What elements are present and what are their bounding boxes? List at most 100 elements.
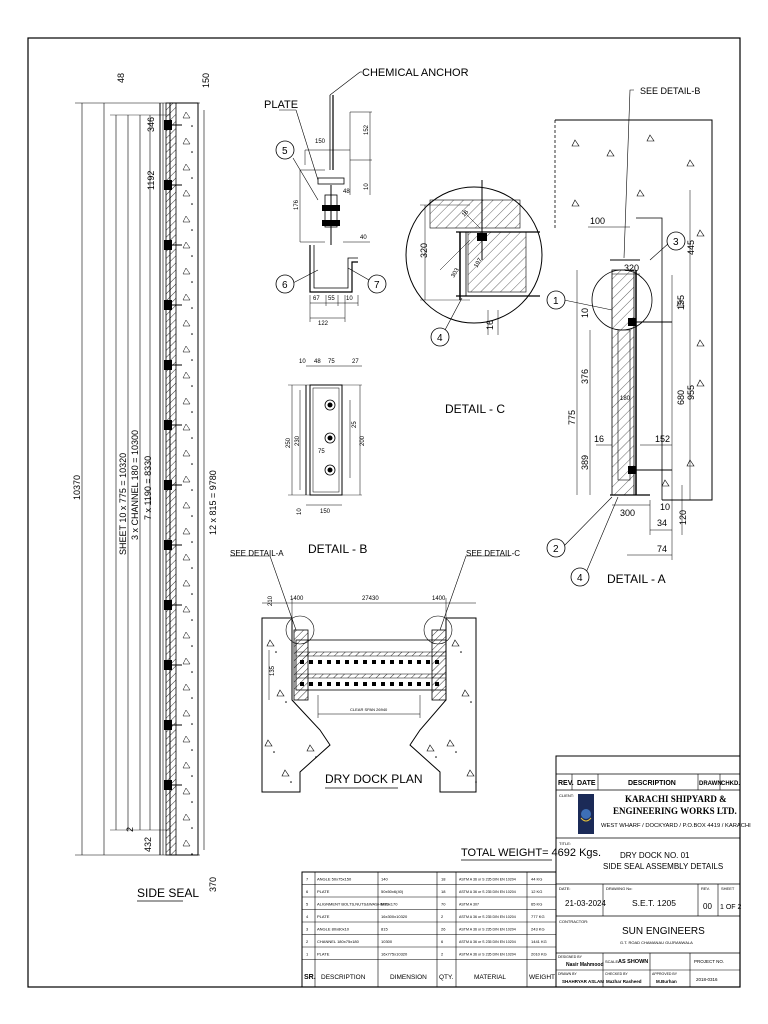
bom-cell-weight: 1441 KG bbox=[531, 939, 547, 944]
balloon-5 bbox=[275, 140, 295, 160]
dry-dock-plan-title: DRY DOCK PLAN bbox=[325, 772, 423, 786]
detail-a-drawing bbox=[546, 89, 713, 587]
plan-dim-135: 135 bbox=[270, 665, 276, 676]
balloon-3 bbox=[666, 231, 686, 251]
detail-a-title: DETAIL - A bbox=[607, 572, 666, 586]
detail-b-dim-250: 250 bbox=[286, 437, 292, 448]
detail-a-dim-775: 775 bbox=[567, 410, 577, 425]
tb-drawn-value: SHAHRYAR ASLAM bbox=[562, 979, 604, 984]
title-block bbox=[555, 755, 741, 988]
tb-project-value: 2018-0316 bbox=[696, 977, 718, 982]
tb-contractor-address: G.T. ROAD CHAMANAU GUJRANWALA bbox=[620, 940, 693, 945]
detail-a-dim-389: 389 bbox=[580, 455, 590, 470]
detail-a-dim-16: 16 bbox=[594, 434, 604, 444]
tb-checked-label: CHECKED BY bbox=[605, 972, 628, 976]
bom-cell-sr: 6 bbox=[306, 889, 309, 894]
balloon-1-text: 1 bbox=[553, 296, 559, 307]
balloon-4-c bbox=[430, 327, 450, 347]
detail-c-drawing bbox=[405, 180, 543, 347]
bom-cell-qty: 26 bbox=[441, 927, 446, 932]
detail-c-dim-197: 197 bbox=[474, 257, 485, 269]
tb-title-1: DRY DOCK NO. 01 bbox=[620, 851, 690, 860]
tb-desc-header: DESCRIPTION bbox=[628, 780, 676, 787]
detail-b-dim-75b: 75 bbox=[318, 449, 325, 455]
tb-title-2: SIDE SEAL ASSEMBLY DETAILS bbox=[603, 862, 723, 871]
bom-cell-dim: 16x775x10320 bbox=[381, 952, 408, 957]
detail-a-dim-955: 955 bbox=[686, 385, 696, 400]
detail-c-dim-16a: 16 bbox=[461, 209, 470, 218]
bom-cell-material: ASTM A 36 or S 235 DIN EN 10204 bbox=[459, 953, 516, 957]
detail-b-dim-25: 25 bbox=[352, 421, 358, 428]
anchor-dim-176: 176 bbox=[294, 199, 300, 210]
side-seal-dim-overall: 10370 bbox=[72, 475, 82, 500]
side-seal-dim-channel: 3 x CHANNEL 180 = 10300 bbox=[130, 430, 140, 540]
bom-header-dim: DIMENSION bbox=[390, 974, 427, 981]
anchor-dim-67: 67 bbox=[313, 296, 320, 302]
bom-header-mat: MATERIAL bbox=[474, 974, 506, 981]
detail-a-dim-180: 180 bbox=[620, 396, 631, 402]
bom-header-sr: SR. bbox=[304, 974, 316, 981]
balloon-4-c-text: 4 bbox=[437, 333, 443, 344]
tb-rev-value: 00 bbox=[703, 902, 712, 911]
tb-contractor-label: CONTRACTOR: bbox=[559, 919, 588, 924]
bom-cell-desc: ANGLE 80x80x10 bbox=[317, 927, 350, 932]
detail-a-dim-10b: 10 bbox=[660, 502, 670, 512]
plan-dim-1400b: 1400 bbox=[432, 596, 446, 602]
balloon-4-a bbox=[570, 567, 590, 587]
balloon-6-text: 6 bbox=[282, 280, 288, 291]
anchor-dim-48: 48 bbox=[343, 189, 350, 195]
anchor-dim-10a: 10 bbox=[364, 183, 370, 190]
tb-drawing-label: DRAWING No: bbox=[606, 886, 633, 891]
balloon-3-text: 3 bbox=[673, 237, 679, 248]
detail-b-dim-200: 200 bbox=[360, 435, 366, 446]
bom-cell-weight: 12 KG bbox=[531, 889, 542, 894]
tb-client-address: WEST WHARF / DOCKYARD / P.O.BOX 4419 / K… bbox=[601, 823, 751, 829]
detail-a-dim-680: 680 bbox=[676, 390, 686, 405]
tb-title-label: TITLE: bbox=[559, 841, 571, 846]
anchor-dim-152: 152 bbox=[364, 124, 370, 135]
bom-cell-dim: 140 bbox=[381, 877, 388, 882]
side-seal-dim-angle: 7 x 1190 = 8330 bbox=[143, 456, 153, 520]
tb-project-label: PROJECT NO. bbox=[694, 959, 724, 964]
detail-a-dim-376: 376 bbox=[580, 369, 590, 384]
detail-c-dim-320: 320 bbox=[419, 243, 429, 258]
bom-header-desc: DESCRIPTION bbox=[321, 974, 366, 981]
bom-cell-sr: 3 bbox=[306, 927, 309, 932]
plan-dim-27430: 27430 bbox=[362, 596, 379, 602]
bom-cell-material: ASTM A 36 or S 235 DIN EN 10204 bbox=[459, 890, 516, 894]
bom-cell-qty: 2 bbox=[441, 952, 444, 957]
detail-b-dim-75a: 75 bbox=[328, 359, 335, 365]
bom-cell-desc: CHANNEL 180x75x180 bbox=[317, 939, 360, 944]
detail-b-dim-27: 27 bbox=[352, 359, 359, 365]
detail-b-dim-10b: 10 bbox=[297, 508, 303, 515]
clear-span-label: CLEAR SPAN 26940 bbox=[350, 707, 388, 712]
side-seal-dim-346: 346 bbox=[146, 117, 156, 132]
bom-cell-dim: M20x170 bbox=[381, 902, 398, 907]
balloon-2-text: 2 bbox=[553, 544, 559, 555]
side-seal-dim-plate: 12 x 815 = 9780 bbox=[208, 470, 218, 535]
tb-checked-value: Mazhar Rasheed bbox=[606, 979, 642, 984]
bom-cell-dim: 16x300x10320 bbox=[381, 914, 408, 919]
tb-contractor-name: SUN ENGINEERS bbox=[622, 926, 705, 937]
detail-c-dim-303: 303 bbox=[451, 267, 462, 279]
detail-a-dim-10: 10 bbox=[580, 308, 590, 318]
chemical-anchor-label: CHEMICAL ANCHOR bbox=[362, 67, 469, 79]
detail-a-dim-445: 445 bbox=[686, 240, 696, 255]
bom-cell-sr: 5 bbox=[306, 902, 309, 907]
bom-cell-dim: 50x50x6(40) bbox=[381, 889, 404, 894]
anchor-dim-55: 55 bbox=[328, 296, 335, 302]
bom-cell-weight: 2010 KG bbox=[531, 952, 547, 957]
balloon-2 bbox=[546, 538, 566, 558]
tb-rev-label: REV. bbox=[701, 886, 710, 891]
tb-date-label: DATE: bbox=[559, 886, 570, 891]
tb-drawing-value: S.E.T. 1205 bbox=[632, 898, 676, 908]
tb-designed-label: DESIGNED BY bbox=[558, 955, 583, 959]
bom-cell-sr: 1 bbox=[306, 952, 309, 957]
bom-cell-qty: 2 bbox=[441, 914, 444, 919]
